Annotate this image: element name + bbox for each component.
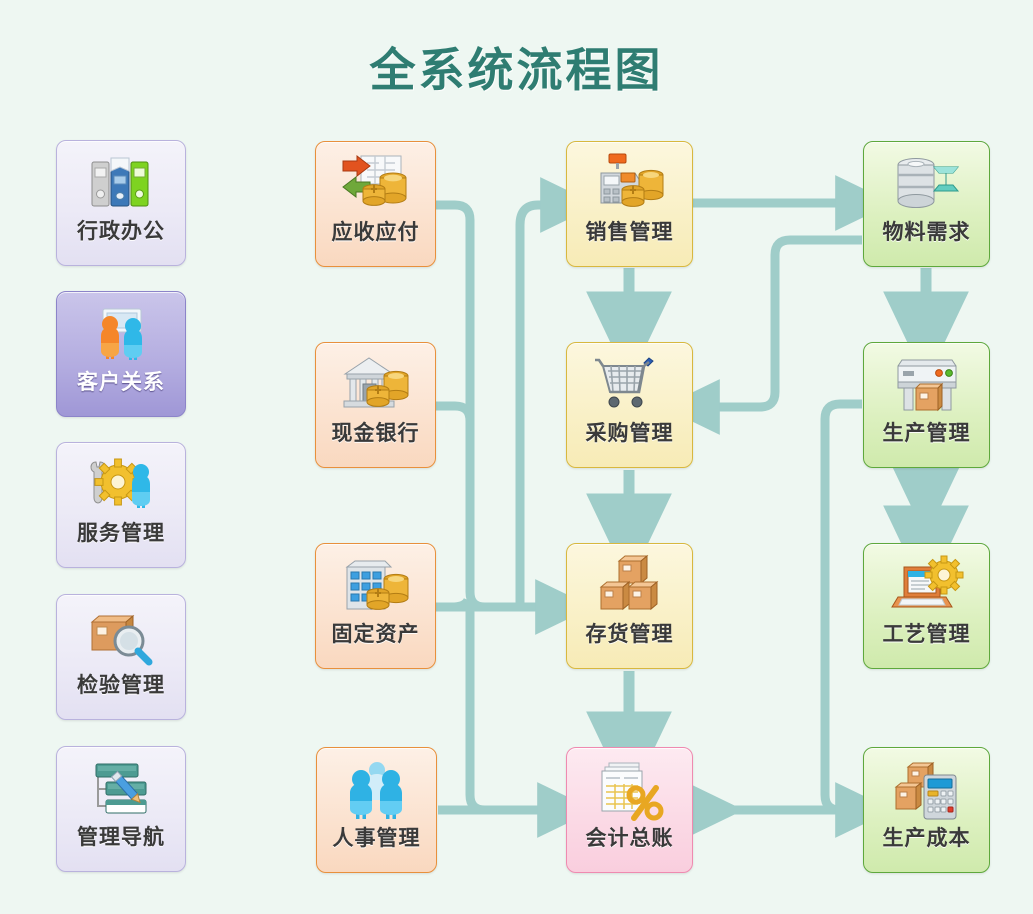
node-production-management[interactable]: 生产管理: [863, 342, 990, 468]
sidebar-item-label: 行政办公: [77, 219, 165, 243]
sidebar-item-label: 管理导航: [77, 825, 165, 849]
cash-register-coins-icon: [593, 151, 667, 219]
node-accounts-receivable-payable[interactable]: 应收应付: [315, 141, 436, 267]
sidebar-item-administration[interactable]: 行政办公: [56, 140, 186, 266]
shopping-cart-icon: [593, 352, 667, 420]
building-coins-icon: [339, 553, 413, 621]
node-cash-bank[interactable]: 现金银行: [315, 342, 436, 468]
ledger-percent-icon: [593, 757, 667, 825]
node-label: 应收应付: [331, 220, 420, 244]
node-label: 存货管理: [585, 622, 674, 646]
nav-tree-pencil-icon: [84, 756, 158, 824]
node-label: 工艺管理: [882, 622, 971, 646]
node-label: 生产成本: [882, 826, 971, 850]
box-magnifier-icon: [84, 604, 158, 672]
node-label: 会计总账: [585, 826, 674, 850]
node-purchase-management[interactable]: 采购管理: [566, 342, 693, 468]
machine-box-icon: [890, 352, 964, 420]
node-hr-management[interactable]: 人事管理: [316, 747, 437, 873]
node-label: 固定资产: [331, 622, 420, 646]
node-inventory-management[interactable]: 存货管理: [566, 543, 693, 669]
node-label: 现金银行: [331, 421, 420, 445]
laptop-gear-icon: [890, 553, 964, 621]
sidebar-item-navigation[interactable]: 管理导航: [56, 746, 186, 872]
node-label: 采购管理: [585, 421, 674, 445]
bank-coins-icon: [339, 352, 413, 420]
cartons-icon: [593, 553, 667, 621]
binders-icon: [84, 150, 158, 218]
sidebar-item-label: 检验管理: [77, 673, 165, 697]
node-process-management[interactable]: 工艺管理: [863, 543, 990, 669]
node-general-ledger[interactable]: 会计总账: [566, 747, 693, 873]
node-production-cost[interactable]: 生产成本: [863, 747, 990, 873]
page-title: 全系统流程图: [369, 43, 664, 97]
node-sales-management[interactable]: 销售管理: [566, 141, 693, 267]
node-label: 物料需求: [882, 220, 971, 244]
wrench-gear-person-icon: [84, 452, 158, 520]
boxes-calculator-icon: [890, 757, 964, 825]
arrows-coins-icon: [339, 151, 413, 219]
two-people-icon: [84, 301, 158, 369]
node-material-requirement[interactable]: 物料需求: [863, 141, 990, 267]
sidebar-item-crm[interactable]: 客户关系: [56, 291, 186, 417]
node-fixed-assets[interactable]: 固定资产: [315, 543, 436, 669]
sidebar-item-inspection[interactable]: 检验管理: [56, 594, 186, 720]
sidebar-item-service[interactable]: 服务管理: [56, 442, 186, 568]
node-label: 销售管理: [585, 220, 674, 244]
node-label: 生产管理: [882, 421, 971, 445]
three-people-icon: [340, 757, 414, 825]
sidebar-item-label: 服务管理: [77, 521, 165, 545]
barrel-ibeam-icon: [890, 151, 964, 219]
sidebar-item-label: 客户关系: [77, 370, 165, 394]
node-label: 人事管理: [332, 826, 421, 850]
